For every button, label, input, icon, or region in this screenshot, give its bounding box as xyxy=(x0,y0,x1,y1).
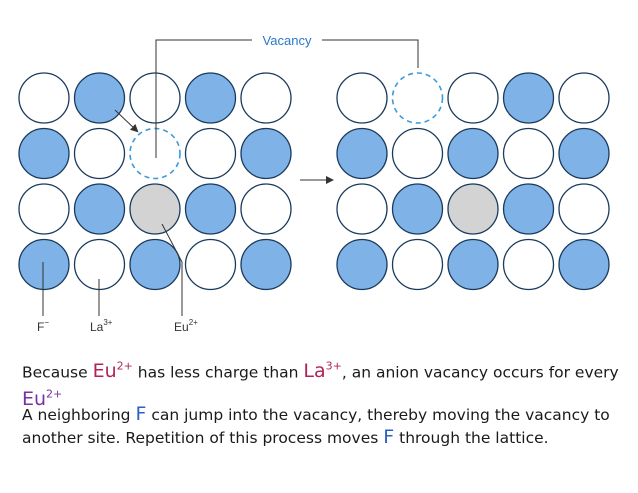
lattice-diagram: Vacancy F− La3+ Eu2+ xyxy=(18,33,610,334)
vacancy-site xyxy=(391,72,444,124)
lanthanum-ion xyxy=(447,72,499,124)
fluoride-ion xyxy=(336,238,388,291)
caption-text: A neighboring xyxy=(22,406,136,424)
fluoride-ion xyxy=(558,238,610,291)
lanthanum-ion xyxy=(18,72,70,124)
vacancy-label: Vacancy xyxy=(263,33,312,48)
lanthanum-ion xyxy=(184,127,237,180)
lanthanum-ion xyxy=(502,127,555,180)
lanthanum-ion xyxy=(336,183,388,235)
vacancy-bracket-left xyxy=(155,39,252,158)
lanthanum-legend-label: La3+ xyxy=(90,318,113,334)
fluoride-ion xyxy=(129,238,181,291)
lanthanum-symbol: La3+ xyxy=(303,360,342,383)
fluoride-legend-label: F− xyxy=(37,318,49,334)
caption-text: Because xyxy=(22,363,93,382)
caption-text: has less charge than xyxy=(132,363,304,382)
vacancy-bracket-right xyxy=(322,39,419,68)
europium-legend-label: Eu2+ xyxy=(174,318,198,334)
fluoride-ion xyxy=(18,238,70,291)
fluoride-ion xyxy=(558,127,610,180)
lanthanum-ion xyxy=(391,127,444,180)
lanthanum-ion xyxy=(502,238,555,291)
fluoride-ion xyxy=(447,238,499,291)
caption-vacancy-mechanism: A neighboring F can jump into the vacanc… xyxy=(22,403,622,449)
fluoride-ion xyxy=(184,72,237,124)
fluoride-ion xyxy=(18,127,70,180)
fluoride-symbol: F xyxy=(383,426,395,448)
lanthanum-ion xyxy=(240,183,292,235)
caption-text: can jump into the vacancy, thereby movin… xyxy=(22,406,610,447)
lanthanum-ion xyxy=(184,238,237,291)
lanthanum-ion xyxy=(558,183,610,235)
jump-arrow xyxy=(114,109,139,133)
caption-charge-explanation: Because Eu2+ has less charge than La3+, … xyxy=(22,356,622,411)
lanthanum-ion xyxy=(391,238,444,291)
caption-text: , an anion vacancy occurs for every xyxy=(341,363,619,382)
lanthanum-ion xyxy=(73,127,126,180)
fluoride-ion xyxy=(447,127,499,180)
fluoride-ion xyxy=(502,183,555,235)
fluoride-ion xyxy=(240,238,292,291)
caption-text: through the lattice. xyxy=(394,429,549,447)
fluoride-ion xyxy=(73,183,126,235)
europium-ion xyxy=(129,183,181,235)
europium-symbol: Eu2+ xyxy=(92,360,133,383)
right-lattice xyxy=(336,72,610,291)
lanthanum-ion xyxy=(129,72,181,124)
lanthanum-ion xyxy=(18,183,70,235)
fluoride-symbol: F xyxy=(135,403,147,425)
fluoride-ion xyxy=(336,127,388,180)
europium-ion xyxy=(447,183,499,235)
fluoride-ion xyxy=(184,183,237,235)
europium-leader-line xyxy=(161,223,183,316)
vacancy-site xyxy=(129,127,181,180)
lanthanum-ion xyxy=(558,72,610,124)
lanthanum-ion xyxy=(336,72,388,124)
europium-symbol: Eu2+ xyxy=(22,387,63,410)
fluoride-ion xyxy=(73,72,126,124)
left-lattice xyxy=(18,72,292,291)
lanthanum-ion xyxy=(240,72,292,124)
fluoride-ion xyxy=(502,72,555,124)
fluoride-ion xyxy=(240,127,292,180)
fluoride-ion xyxy=(391,183,444,235)
